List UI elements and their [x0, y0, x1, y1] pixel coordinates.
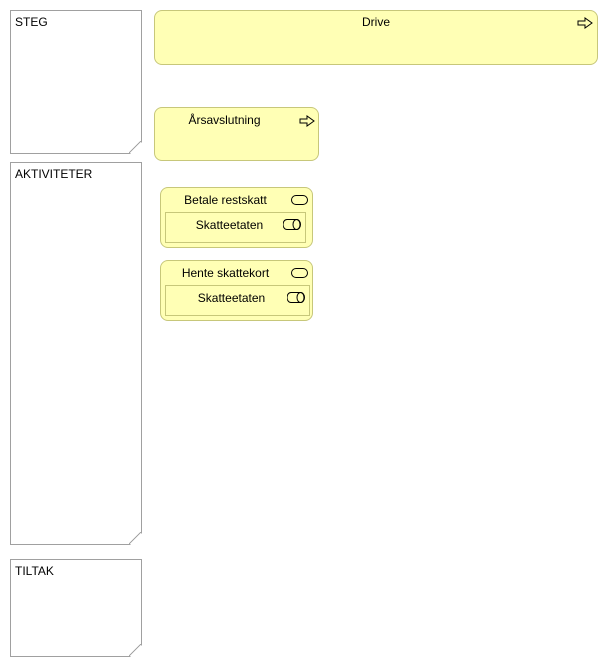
value-stream-drive-label: Drive [361, 15, 390, 29]
lane-steg-label: STEG [15, 15, 48, 29]
lane-tiltak: TILTAK [10, 559, 142, 657]
lane-tiltak-label: TILTAK [15, 564, 54, 578]
role-cylinder-icon [287, 292, 305, 303]
value-stream-arsavslutning[interactable]: Årsavslutning [154, 107, 319, 161]
arrow-right-icon [299, 115, 315, 127]
arrow-right-icon [577, 17, 593, 29]
rounded-rect-icon [291, 195, 308, 205]
process-hente-skattekort[interactable]: Hente skattekort Skatteetaten [160, 260, 313, 321]
value-stream-arsavslutning-label: Årsavslutning [188, 113, 261, 127]
process-betale-restskatt[interactable]: Betale restskatt Skatteetaten [160, 187, 313, 248]
value-stream-drive[interactable]: Drive [154, 10, 598, 65]
role-skatteetaten-label: Skatteetaten [197, 291, 266, 305]
page-fold-icon [129, 141, 141, 153]
lane-aktiviteter-label: AKTIVITETER [15, 167, 93, 181]
page-fold-icon [129, 532, 141, 544]
lane-aktiviteter: AKTIVITETER [10, 162, 142, 545]
role-skatteetaten-label: Skatteetaten [195, 218, 264, 232]
page-fold-icon [129, 644, 141, 656]
role-cylinder-icon [283, 219, 301, 230]
process-hente-skattekort-label: Hente skattekort [181, 266, 270, 280]
rounded-rect-icon [291, 268, 308, 278]
lane-steg: STEG [10, 10, 142, 154]
process-betale-restskatt-label: Betale restskatt [184, 193, 267, 207]
role-skatteetaten[interactable]: Skatteetaten [165, 212, 306, 243]
role-skatteetaten[interactable]: Skatteetaten [165, 285, 310, 316]
